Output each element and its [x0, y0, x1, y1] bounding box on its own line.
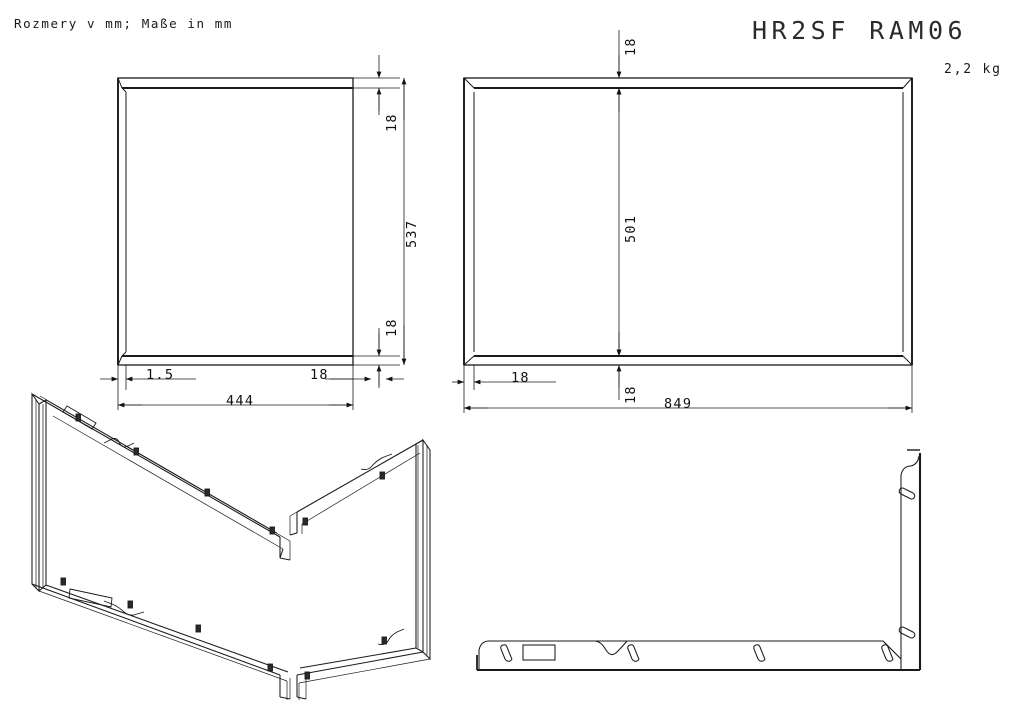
- front-view-dimension-lines: [452, 30, 913, 413]
- side-view-dimension-lines: [100, 55, 407, 410]
- section-profile-view: [476, 449, 922, 672]
- iso-unfolded-frame: [31, 392, 431, 700]
- units-note: Rozmery v mm; Maße in mm: [14, 16, 234, 31]
- part-weight: 2,2 kg: [944, 62, 1002, 77]
- part-title: HR2SF RAM06: [752, 16, 968, 45]
- front-view-outline: [463, 77, 913, 366]
- side-view-outline: [117, 77, 354, 366]
- dim-offset-right-18: 18: [310, 367, 329, 383]
